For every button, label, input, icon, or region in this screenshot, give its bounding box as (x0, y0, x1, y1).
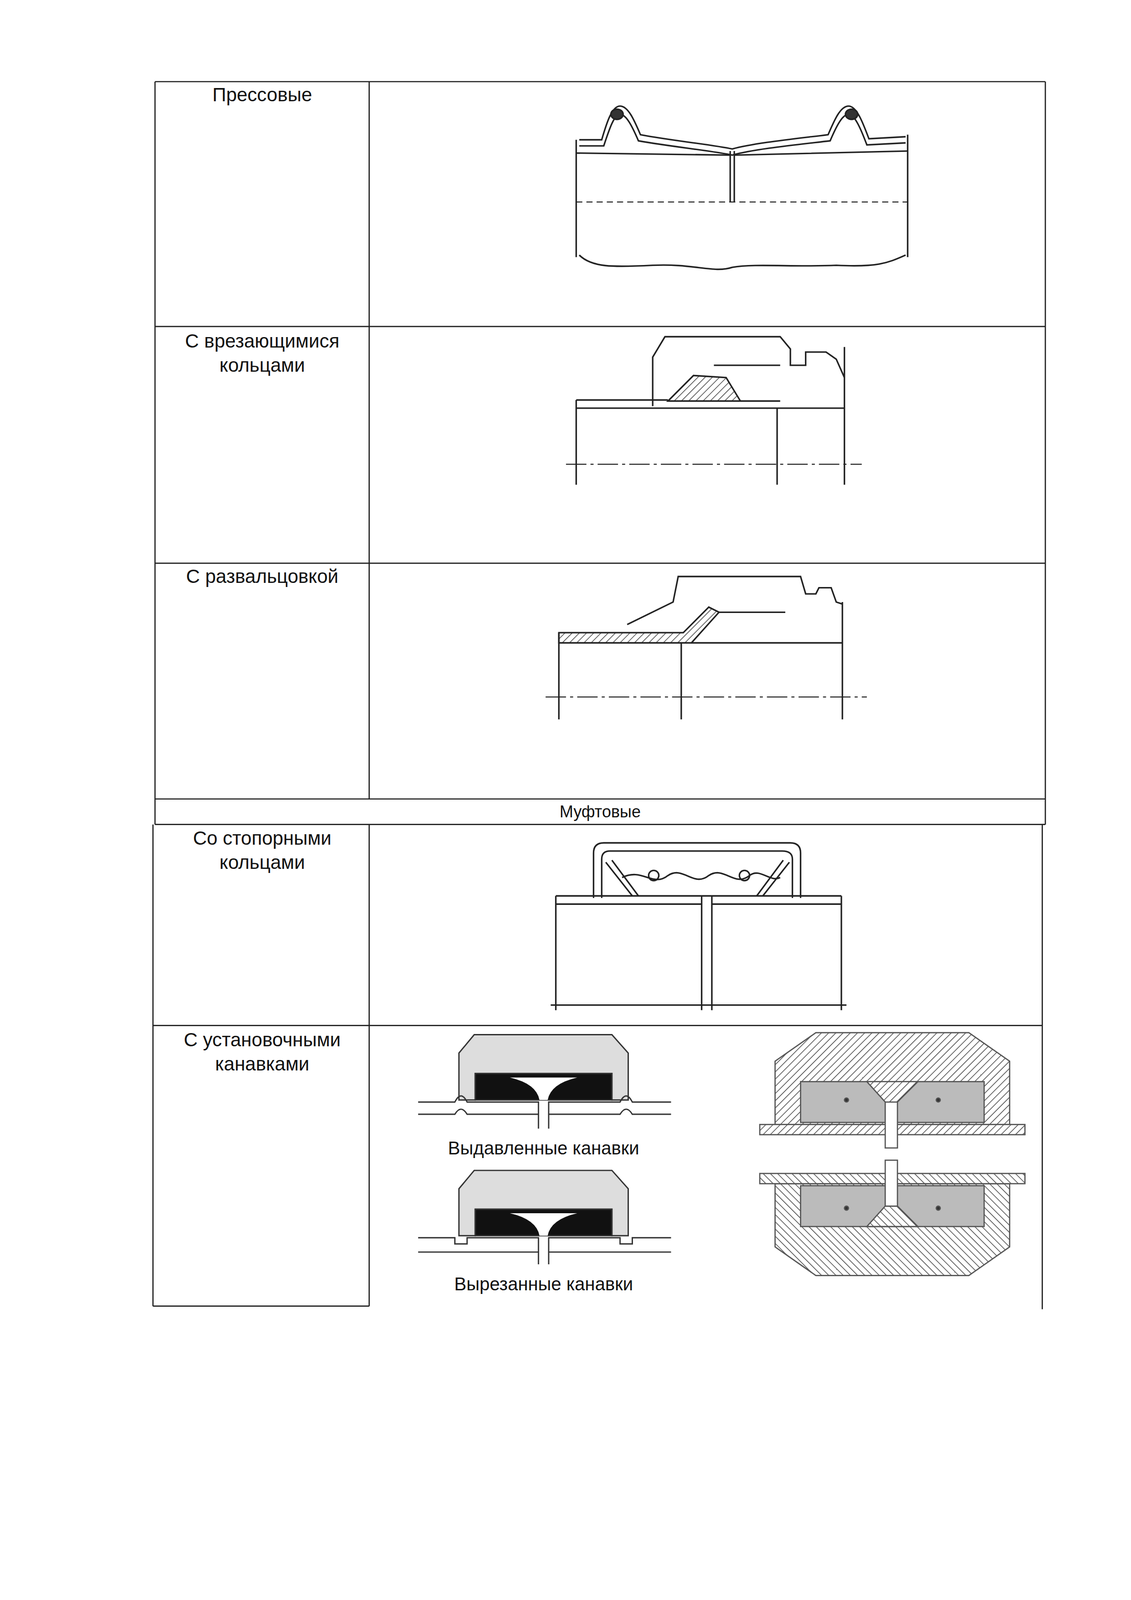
row-heading: Прессовые (155, 83, 370, 108)
row-heading: С врезающимися кольцами (155, 329, 370, 378)
groove-section-drawing (759, 1032, 1025, 1148)
cut-groove-drawing (418, 1170, 672, 1265)
flare-fitting-drawing (545, 576, 867, 720)
figure-caption: Вырезанные канавки (406, 1272, 681, 1296)
section-heading: Муфтовые (155, 801, 1046, 822)
stop-ring-coupling-drawing (550, 842, 847, 1011)
row-heading: С развальцовкой (155, 564, 370, 589)
figure-caption: Выдавленные канавки (406, 1136, 681, 1160)
pressed-groove-drawing (418, 1034, 672, 1129)
press-fitting-drawing (575, 106, 908, 270)
groove-section-drawing (759, 1160, 1025, 1276)
table-grid (152, 81, 1046, 1309)
row-heading: С установочными канавками (155, 1027, 370, 1076)
row-heading: Со стопорными кольцами (155, 826, 370, 875)
cutting-ring-drawing (565, 336, 862, 485)
